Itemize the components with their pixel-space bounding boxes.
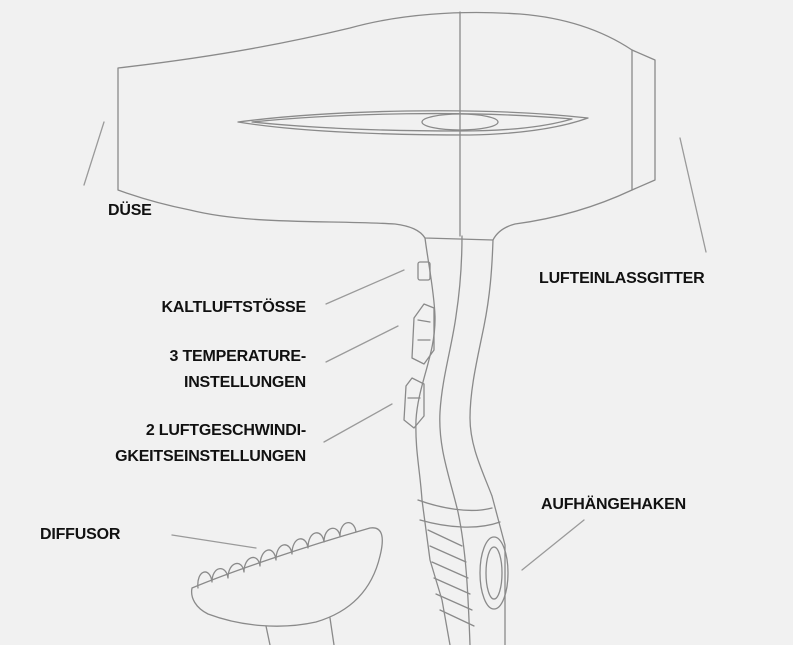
label-air-inlet-grille: LUFTEINLASSGITTER [539,268,704,290]
leader-airspeed [324,404,392,442]
leader-diffuser [172,535,256,548]
label-nozzle: DÜSE [108,200,152,222]
leader-air-inlet-grille [680,138,706,252]
grip-ribs [428,530,474,626]
label-airspeed-line2: GKEITSEINSTELLUNGEN [115,446,306,468]
handle-seam [440,236,470,645]
leader-cool-shot [326,270,404,304]
label-diffuser: DIFFUSOR [40,524,120,546]
hanging-hook[interactable] [480,537,508,609]
leader-hanging-hook [522,520,584,570]
dryer-body-outline [118,13,655,240]
label-temperature-line2: INSTELLUNGEN [184,372,306,394]
handle-outline [416,238,505,645]
cool-shot-button[interactable] [418,262,430,280]
label-airspeed-line1: 2 LUFTGESCHWINDI- [146,420,306,442]
diffuser-neck [266,618,334,645]
label-cool-shot: KALTLUFTSTÖSSE [162,297,306,319]
leader-temperature [326,326,398,362]
airspeed-switch[interactable] [404,378,424,428]
label-temperature-line1: 3 TEMPERATURE- [170,346,306,368]
label-hanging-hook: AUFHÄNGEHAKEN [541,494,686,516]
leader-nozzle [84,122,104,185]
diffuser-prongs [198,523,356,588]
temperature-switch[interactable] [412,304,434,364]
nozzle-slot [238,111,588,135]
